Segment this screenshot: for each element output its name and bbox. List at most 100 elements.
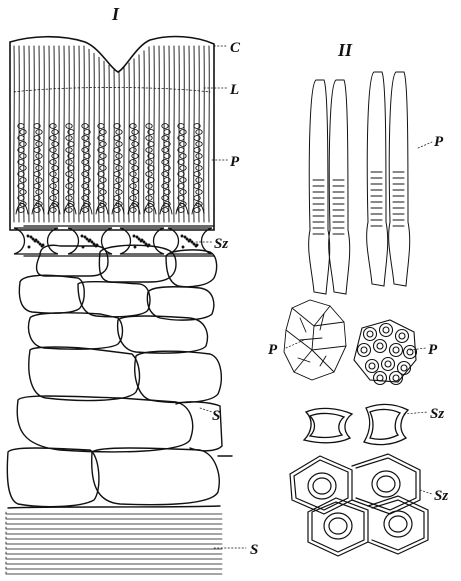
- palisade-lumen-bead: [130, 148, 136, 153]
- stipple-dot: [86, 238, 88, 240]
- palisade-wall-line: [174, 46, 175, 222]
- palisade-lumen-bead: [180, 130, 186, 135]
- palisade-lumen-bead: [82, 208, 88, 213]
- palisade-lumen-bead: [82, 148, 88, 153]
- palisade-wall-line: [29, 46, 30, 222]
- palisade-wall-line: [194, 46, 195, 222]
- palisade-lumen-bead: [164, 178, 170, 183]
- palisade-lumen-bead: [50, 124, 56, 129]
- palisade-lumen-bead: [52, 130, 58, 135]
- palisade-wall-line: [124, 67, 125, 222]
- palisade-lumen-bead: [52, 178, 58, 183]
- label-parenchyma-2: S: [250, 542, 258, 558]
- stipple-dot: [93, 243, 95, 245]
- stipple-dot: [134, 246, 136, 248]
- stipple-dot: [181, 235, 183, 237]
- palisade-ring-inner: [361, 347, 367, 353]
- palisade-ring-inner: [393, 347, 399, 353]
- palisade-lumen-bead: [114, 196, 120, 201]
- compressed-layer-line: [6, 522, 222, 524]
- label-light-line: L: [229, 82, 239, 98]
- stipple-dot: [193, 243, 195, 245]
- stipple-dot: [184, 236, 186, 238]
- stipple-dot: [81, 235, 83, 237]
- palisade-lumen-bead: [50, 208, 56, 213]
- stipple-dot: [91, 241, 93, 243]
- palisade-lumen-bead: [82, 184, 88, 189]
- palisade-lumen-bead: [50, 172, 56, 177]
- stipple-dot: [141, 239, 143, 241]
- palisade-ring-outer: [374, 372, 387, 385]
- palisade-lumen-bead: [50, 148, 56, 153]
- palisade-lumen-bead: [132, 190, 138, 195]
- palisade-wall-line: [139, 55, 140, 222]
- compressed-layer-line: [6, 512, 222, 514]
- palisade-lumen-bead: [84, 178, 90, 183]
- palisade-lumen-bead: [100, 166, 106, 171]
- label-palisade-1: P: [230, 154, 240, 170]
- palisade-wall-line: [159, 46, 160, 222]
- palisade-lumen-bead: [132, 142, 138, 147]
- compressed-layer-line: [6, 542, 222, 544]
- stipple-dot: [27, 235, 29, 237]
- palisade-wall-line: [79, 46, 80, 222]
- compressed-layer-line: [6, 567, 222, 569]
- palisade-lumen-bead: [52, 166, 58, 171]
- palisade-ring-inner: [377, 343, 383, 349]
- hourglass-surface-view: [290, 454, 428, 556]
- palisade-cells: [14, 46, 210, 222]
- palisade-lumen-bead: [52, 142, 58, 147]
- palisade-wall-line: [109, 65, 110, 222]
- palisade-lumen-bead: [20, 178, 26, 183]
- isolated-palisade-cells: [309, 72, 410, 294]
- palisade-wall-line: [204, 46, 205, 222]
- label-hourglass-1: Sz: [214, 236, 228, 252]
- palisade-ring-outer: [390, 344, 403, 357]
- compressed-layer-line: [6, 552, 222, 554]
- stipple-dot: [196, 244, 198, 246]
- palisade-lumen-bead: [34, 172, 40, 177]
- panel-1-cross-section: [6, 37, 232, 574]
- palisade-ring-inner: [385, 361, 391, 367]
- label-palisade-4: P: [428, 342, 438, 358]
- isolated-palisade-cell: [329, 80, 350, 294]
- palisade-lumen-bead: [20, 130, 26, 135]
- label-palisade-3: P: [268, 342, 278, 358]
- isolated-palisade-cell: [367, 72, 388, 286]
- compressed-layer-line: [6, 532, 222, 534]
- palisade-wall-line: [14, 46, 15, 222]
- palisade-lumen-bead: [180, 142, 186, 147]
- palisade-lumen-bead: [50, 196, 56, 201]
- palisade-lumen-bead: [130, 136, 136, 141]
- stipple-dot: [191, 241, 193, 243]
- palisade-lumen-bead: [20, 190, 26, 195]
- palisade-lumen-bead: [130, 172, 136, 177]
- palisade-wall-line: [189, 46, 190, 222]
- palisade-lumen-bead: [194, 172, 200, 177]
- palisade-lumen-bead: [100, 178, 106, 183]
- palisade-lumen-bead: [50, 136, 56, 141]
- palisade-lumen-bead: [164, 190, 170, 195]
- stipple-dot: [28, 246, 30, 248]
- palisade-lumen-bead: [162, 124, 168, 129]
- palisade-lumen-bead: [114, 184, 120, 189]
- palisade-ring-inner: [377, 375, 383, 381]
- isolated-palisade-cell: [309, 80, 330, 294]
- palisade-lumen-bead: [82, 172, 88, 177]
- palisade-ring-outer: [396, 330, 409, 343]
- label-parenchyma-1: S: [212, 408, 220, 424]
- palisade-lumen-bead: [162, 172, 168, 177]
- palisade-ring-outer: [404, 346, 417, 359]
- palisade-lumen-bead: [162, 208, 168, 213]
- light-line: [14, 88, 210, 93]
- compressed-cell-layer: [6, 512, 222, 574]
- palisade-wall-line: [59, 46, 60, 222]
- palisade-lumen-bead: [52, 190, 58, 195]
- stipple-dot: [145, 243, 147, 245]
- palisade-ring-inner: [399, 333, 405, 339]
- palisade-lumen-bead: [84, 190, 90, 195]
- label-hourglass-2: Sz: [430, 406, 444, 422]
- palisade-lumen-bead: [180, 178, 186, 183]
- palisade-wall-line: [129, 63, 130, 222]
